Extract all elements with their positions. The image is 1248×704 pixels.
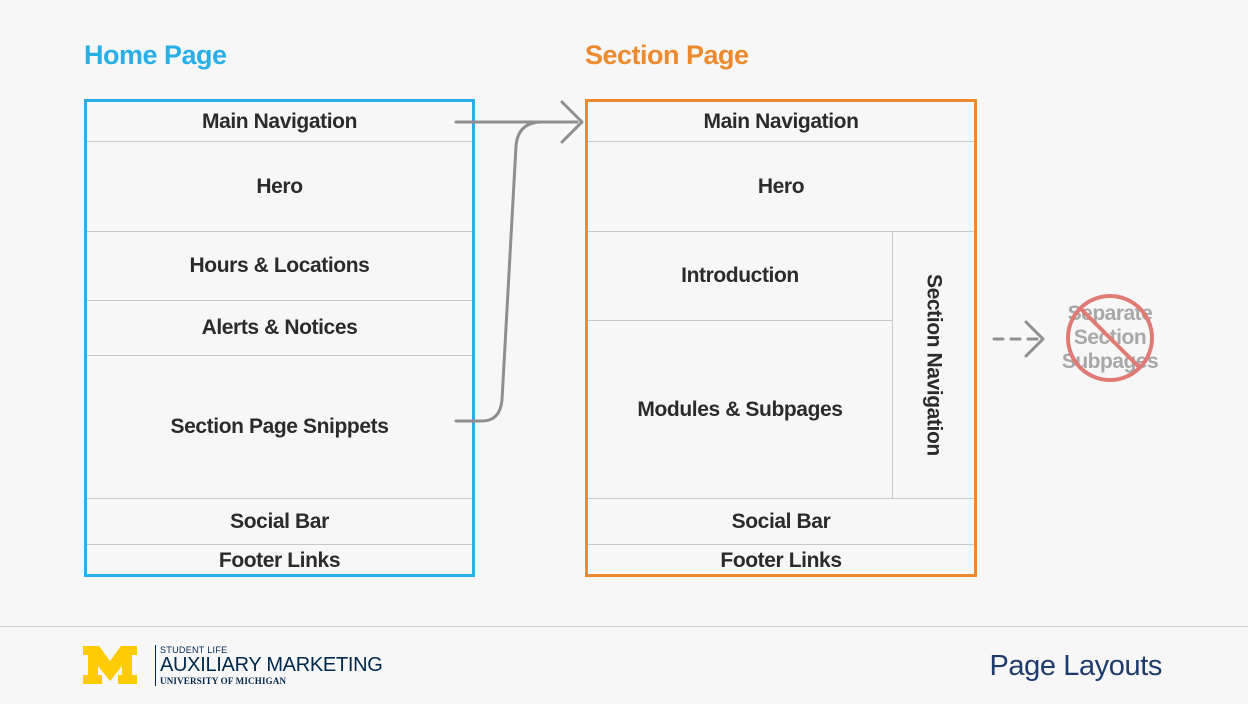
connector-arrowhead (560, 100, 584, 144)
student-life-label: STUDENT LIFE (160, 645, 228, 655)
block-m-logo-icon (83, 646, 137, 684)
auxiliary-marketing-wordmark: STUDENT LIFE AUXILIARY MARKETING UNIVERS… (155, 645, 383, 686)
section-main-navigation: Main Navigation (588, 102, 974, 142)
section-introduction: Introduction (588, 232, 893, 321)
home-page-heading: Home Page (84, 40, 227, 70)
prohibited-icon (1066, 294, 1154, 382)
section-navigation-label: Section Navigation (922, 274, 946, 456)
section-modules-subpages: Modules & Subpages (588, 321, 893, 499)
snippets-connector (454, 120, 579, 423)
page-title: Page Layouts (989, 650, 1162, 682)
section-social-bar: Social Bar (588, 499, 974, 545)
section-navigation-panel: Section Navigation (893, 232, 974, 499)
university-label: UNIVERSITY OF MICHIGAN (160, 676, 287, 686)
home-main-navigation: Main Navigation (87, 102, 472, 142)
section-page-heading: Section Page (585, 40, 749, 70)
home-social-bar: Social Bar (87, 499, 472, 545)
home-footer-links: Footer Links (218, 549, 341, 572)
forbidden-line-3: Subpages (1061, 350, 1159, 373)
section-page-layout: Main Navigation Hero Introduction Module… (585, 99, 977, 577)
auxiliary-marketing-label: AUXILIARY MARKETING (160, 654, 383, 676)
home-hero: Hero (87, 142, 472, 232)
home-hours-locations: Hours & Locations (87, 232, 472, 301)
section-hero: Hero (588, 142, 974, 232)
home-page-layout: Main Navigation Hero Hours & Locations A… (84, 99, 475, 577)
footer-divider (0, 626, 1248, 627)
home-alerts-notices: Alerts & Notices (87, 301, 472, 356)
section-footer-links: Footer Links (720, 549, 842, 572)
dashed-arrowhead (1024, 320, 1045, 358)
home-section-page-snippets: Section Page Snippets (87, 356, 472, 499)
